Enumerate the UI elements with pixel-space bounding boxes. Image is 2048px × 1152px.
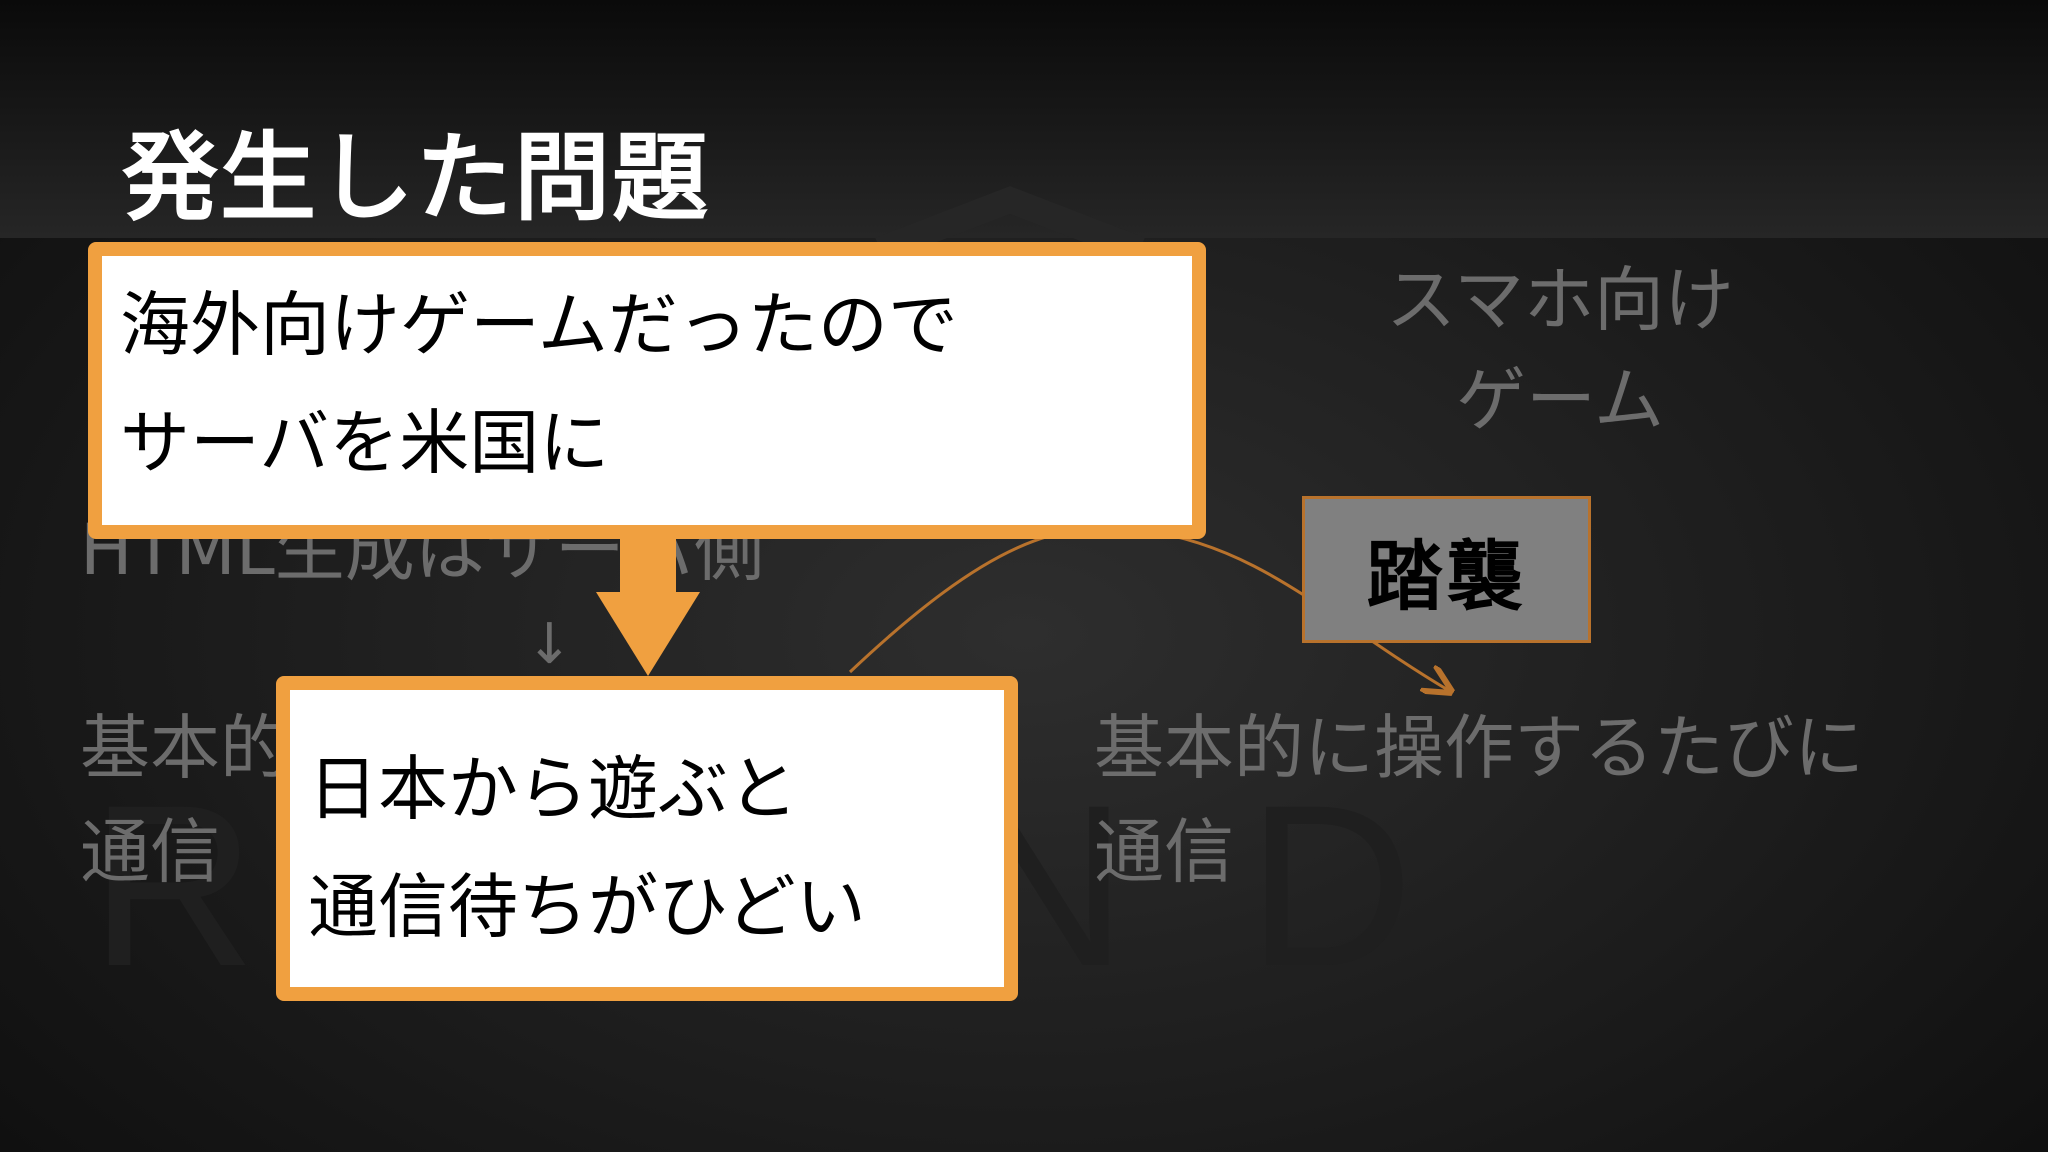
callout-latency: 日本から遊ぶと 通信待ちがひどい: [276, 676, 1018, 1001]
callout-overseas-server: 海外向けゲームだったので サーバを米国に: [88, 242, 1206, 539]
left-arrow: ↓: [526, 612, 573, 677]
right-bottom-text: 基本的に操作するたびに 通信: [1094, 696, 1864, 904]
right-heading: スマホ向け ゲーム: [1360, 250, 1760, 450]
right-bottom-line-1: 基本的に操作するたびに: [1094, 707, 1864, 789]
right-heading-line-1: スマホ向け: [1386, 259, 1734, 341]
slide-title: 発生した問題: [122, 122, 710, 234]
right-bottom-line-2: 通信: [1094, 811, 1234, 893]
callout-top-line-2: サーバを米国に: [120, 402, 610, 484]
right-heading-line-2: ゲーム: [1456, 359, 1664, 441]
callout-top-line-1: 海外向けゲームだったので: [120, 284, 958, 366]
inherited-tag: 踏襲: [1302, 496, 1591, 643]
down-arrow: [596, 538, 700, 676]
callout-bottom-line-1: 日本から遊ぶと: [308, 748, 798, 830]
left-bottom-line-2: 通信: [80, 811, 220, 893]
callout-bottom-line-2: 通信待ちがひどい: [308, 866, 866, 948]
